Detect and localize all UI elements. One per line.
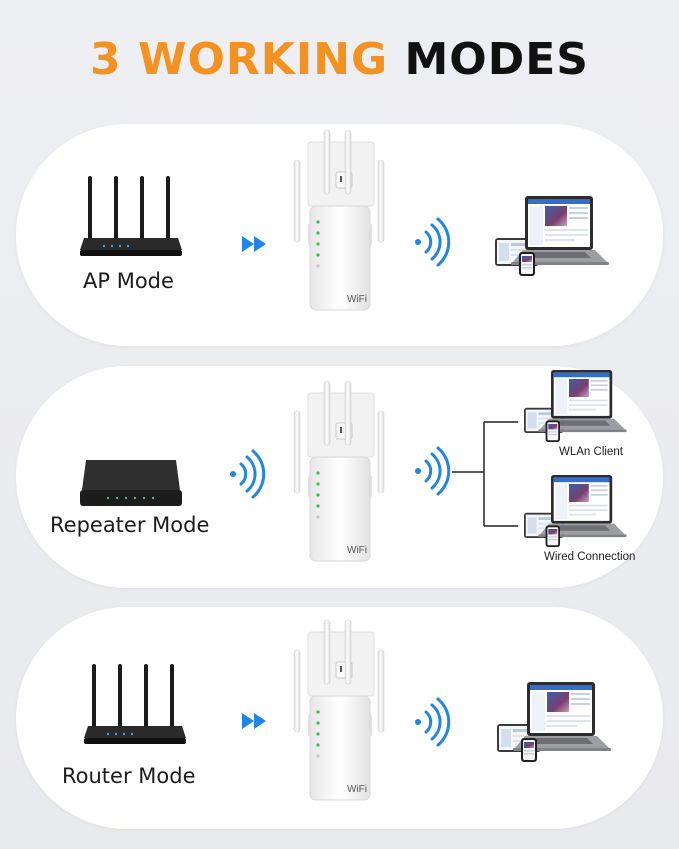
extender-icon <box>293 380 385 562</box>
connector-lines <box>452 421 518 527</box>
device-brand-text: WiFi <box>347 545 367 556</box>
laptop-icon <box>495 196 609 276</box>
wifi-signal-icon <box>413 697 451 747</box>
wifi-signal-icon <box>413 446 451 496</box>
router-icon <box>80 176 182 256</box>
ap-mode-label: AP Mode <box>83 269 174 293</box>
wifi-signal-icon <box>228 449 266 499</box>
laptop-icon <box>497 682 611 762</box>
switch-icon <box>80 460 182 506</box>
title-accent: 3 WORKING <box>90 34 389 85</box>
device-brand-text: WiFi <box>347 784 367 795</box>
fast-forward-icon <box>242 713 266 729</box>
extender-icon <box>293 619 385 801</box>
router-icon <box>84 664 186 744</box>
laptop-icon <box>524 370 627 442</box>
repeater-mode-label: Repeater Mode <box>50 513 210 537</box>
router-mode-label: Router Mode <box>62 764 196 788</box>
page-title: 3 WORKING MODES <box>0 32 679 88</box>
wlan-client-label: WLAn Client <box>559 446 623 458</box>
wifi-signal-icon <box>413 217 451 267</box>
device-brand-text: WiFi <box>347 294 367 305</box>
laptop-icon <box>524 475 627 547</box>
title-dark: MODES <box>404 34 589 85</box>
fast-forward-icon <box>242 236 266 252</box>
extender-icon <box>293 129 385 311</box>
wired-connection-label: Wired Connection <box>544 551 636 563</box>
